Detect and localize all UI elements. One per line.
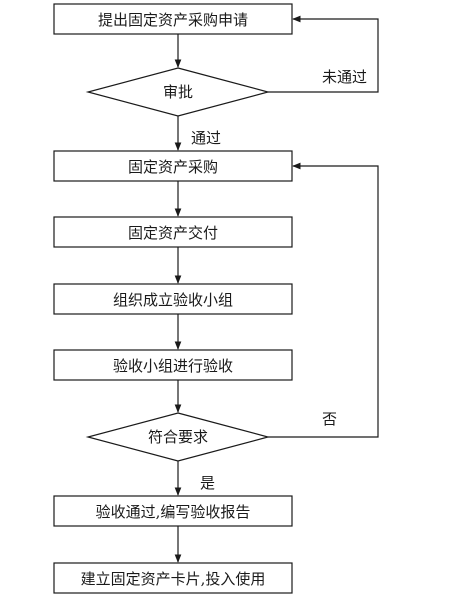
form-team-label: 组织成立验收小组 xyxy=(113,291,233,309)
edge-label-approved: 通过 xyxy=(191,129,221,147)
edge-label-rejected: 未通过 xyxy=(322,68,367,86)
create-asset-card-label: 建立固定资产卡片,投入使用 xyxy=(81,570,266,588)
delivery-box xyxy=(53,216,293,248)
purchase-label: 固定资产采购 xyxy=(128,158,218,176)
create-asset-card-box xyxy=(53,562,293,594)
team-inspect-label: 验收小组进行验收 xyxy=(113,357,233,375)
loop-no-to-purchase xyxy=(268,162,379,438)
submit-request-label: 提出固定资产采购申请 xyxy=(98,11,248,29)
purchase-box xyxy=(53,150,293,182)
loop-rejected-to-request xyxy=(268,15,379,93)
acceptance-report-box xyxy=(53,495,293,527)
meets-requirements-label: 符合要求 xyxy=(148,428,208,446)
acceptance-report-label: 验收通过,编写验收报告 xyxy=(96,503,251,521)
form-team-box xyxy=(53,283,293,315)
delivery-label: 固定资产交付 xyxy=(128,224,218,242)
edge-label-yes: 是 xyxy=(200,474,215,492)
approval-label: 审批 xyxy=(163,83,193,101)
edge-label-no: 否 xyxy=(322,410,337,428)
team-inspect-box xyxy=(53,349,293,381)
submit-request-box xyxy=(53,3,293,35)
